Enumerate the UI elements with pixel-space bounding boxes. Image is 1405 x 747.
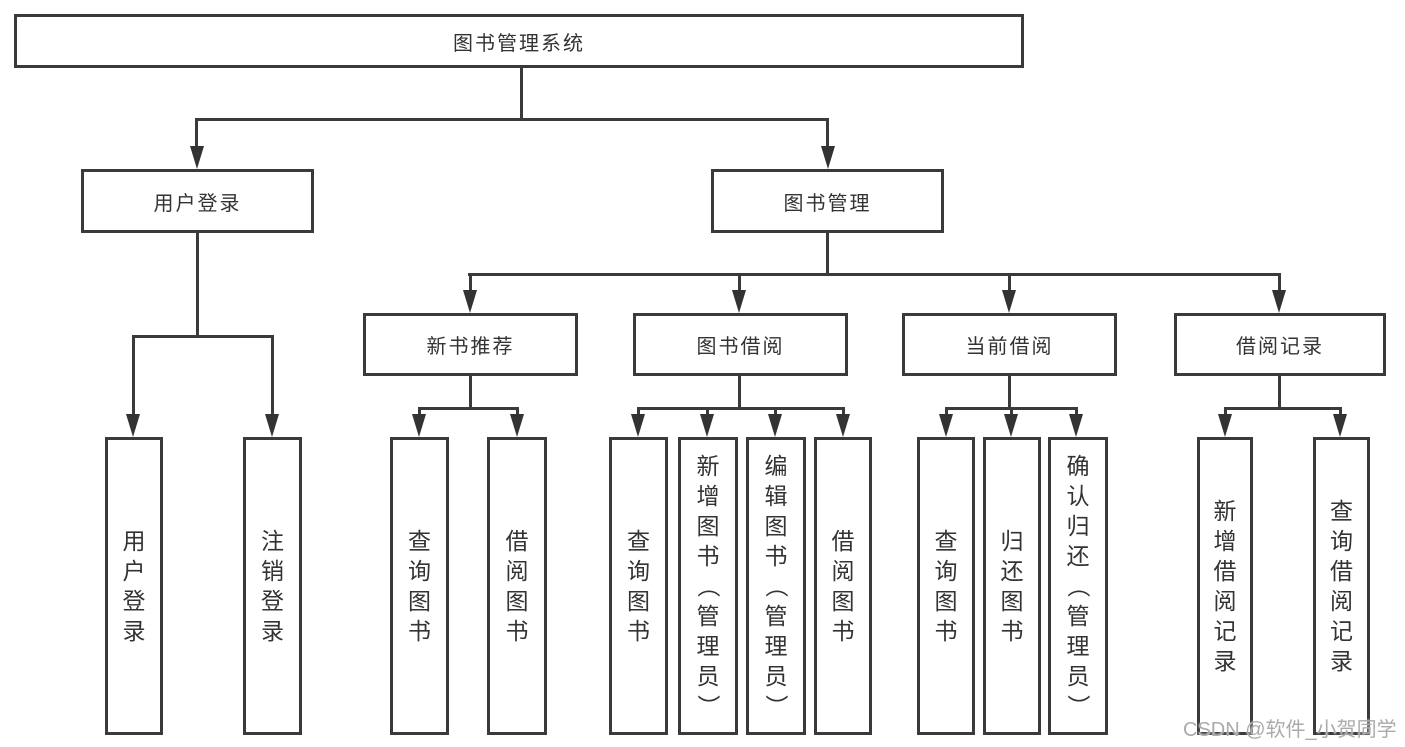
node-user-login: 用户登录 [81,169,314,233]
connector-line [132,335,274,338]
node-library-system-label: 图书管理系统 [453,32,585,55]
connector-line [196,233,199,338]
leaf-query-books-current: 查询图书 [917,437,975,735]
connector-line [1224,407,1342,410]
connector-line [469,276,472,292]
arrow-down-icon [1218,414,1232,437]
leaf-return-books: 归还图书 [983,437,1041,735]
leaf-add-borrow-record-label: 新增借阅记录 [1213,498,1237,674]
arrow-down-icon [1002,290,1016,313]
leaf-add-books-admin: 新增图书（管理员） [678,437,738,735]
leaf-query-books-current-label: 查询图书 [934,528,958,644]
leaf-query-books-borrow-label: 查询图书 [627,528,650,644]
arrow-down-icon [1004,414,1018,437]
connector-line [132,338,135,418]
leaf-user-login: 用户登录 [105,437,163,735]
leaf-borrow-books-label: 借阅图书 [831,528,855,644]
connector-line [1278,276,1281,292]
leaf-confirm-return-admin-label: 确认归还（管理员） [1065,453,1091,718]
leaf-query-borrow-record-label: 查询借阅记录 [1330,498,1353,674]
connector-line [826,233,829,276]
leaf-logout-label: 注销登录 [261,528,284,644]
node-book-borrow-label: 图书借阅 [696,336,785,358]
arrow-down-icon [821,146,835,169]
connector-line [195,121,198,149]
leaf-query-books-borrow: 查询图书 [609,437,668,735]
connector-line [945,407,1078,410]
arrow-down-icon [412,414,426,437]
connector-line [469,376,472,410]
connector-line [637,407,845,410]
leaf-borrow-books-recommend: 借阅图书 [487,437,547,735]
node-user-login-label: 用户登录 [153,192,242,215]
leaf-borrow-books-recommend-label: 借阅图书 [505,528,529,644]
leaf-query-borrow-record: 查询借阅记录 [1313,437,1370,735]
connector-line [1008,376,1011,410]
connector-line [418,407,519,410]
connector-line [271,338,274,418]
leaf-edit-books-admin: 编辑图书（管理员） [746,437,806,735]
leaf-add-books-admin-label: 新增图书（管理员） [695,453,721,718]
connector-line [1278,376,1281,410]
arrow-down-icon [631,414,645,437]
leaf-logout: 注销登录 [243,437,302,735]
connector-line [1008,276,1011,292]
arrow-down-icon [1272,290,1286,313]
node-library-system: 图书管理系统 [14,14,1024,68]
connector-line [738,376,741,410]
leaf-query-books-recommend-label: 查询图书 [408,528,431,644]
node-borrow-records-label: 借阅记录 [1236,336,1324,358]
leaf-user-login-label: 用户登录 [122,528,146,644]
connector-line [195,118,829,121]
arrow-down-icon [939,414,953,437]
arrow-down-icon [1069,414,1083,437]
arrow-down-icon [836,414,850,437]
arrow-down-icon [463,290,477,313]
node-current-borrow-label: 当前借阅 [965,336,1054,358]
arrow-down-icon [1333,414,1347,437]
connector-line [520,67,523,121]
arrow-down-icon [190,146,204,169]
node-book-management: 图书管理 [711,169,944,233]
node-new-book-recommend-label: 新书推荐 [426,336,515,358]
connector-line [738,276,741,292]
connector-line [468,273,1281,276]
arrow-down-icon [126,414,140,437]
node-book-management-label: 图书管理 [783,192,872,215]
arrow-down-icon [510,414,524,437]
node-borrow-records: 借阅记录 [1174,313,1386,376]
leaf-borrow-books: 借阅图书 [814,437,872,735]
arrow-down-icon [768,414,782,437]
leaf-add-borrow-record: 新增借阅记录 [1197,437,1253,735]
leaf-query-books-recommend: 查询图书 [390,437,449,735]
connector-line [826,121,829,149]
leaf-edit-books-admin-label: 编辑图书（管理员） [763,453,789,718]
leaf-confirm-return-admin: 确认归还（管理员） [1048,437,1108,735]
node-new-book-recommend: 新书推荐 [363,313,578,376]
arrow-down-icon [700,414,714,437]
node-current-borrow: 当前借阅 [902,313,1117,376]
arrow-down-icon [732,290,746,313]
csdn-watermark: CSDN @软件_小贺同学 [1183,719,1397,741]
node-book-borrow: 图书借阅 [633,313,848,376]
arrow-down-icon [265,414,279,437]
leaf-return-books-label: 归还图书 [1000,528,1024,644]
